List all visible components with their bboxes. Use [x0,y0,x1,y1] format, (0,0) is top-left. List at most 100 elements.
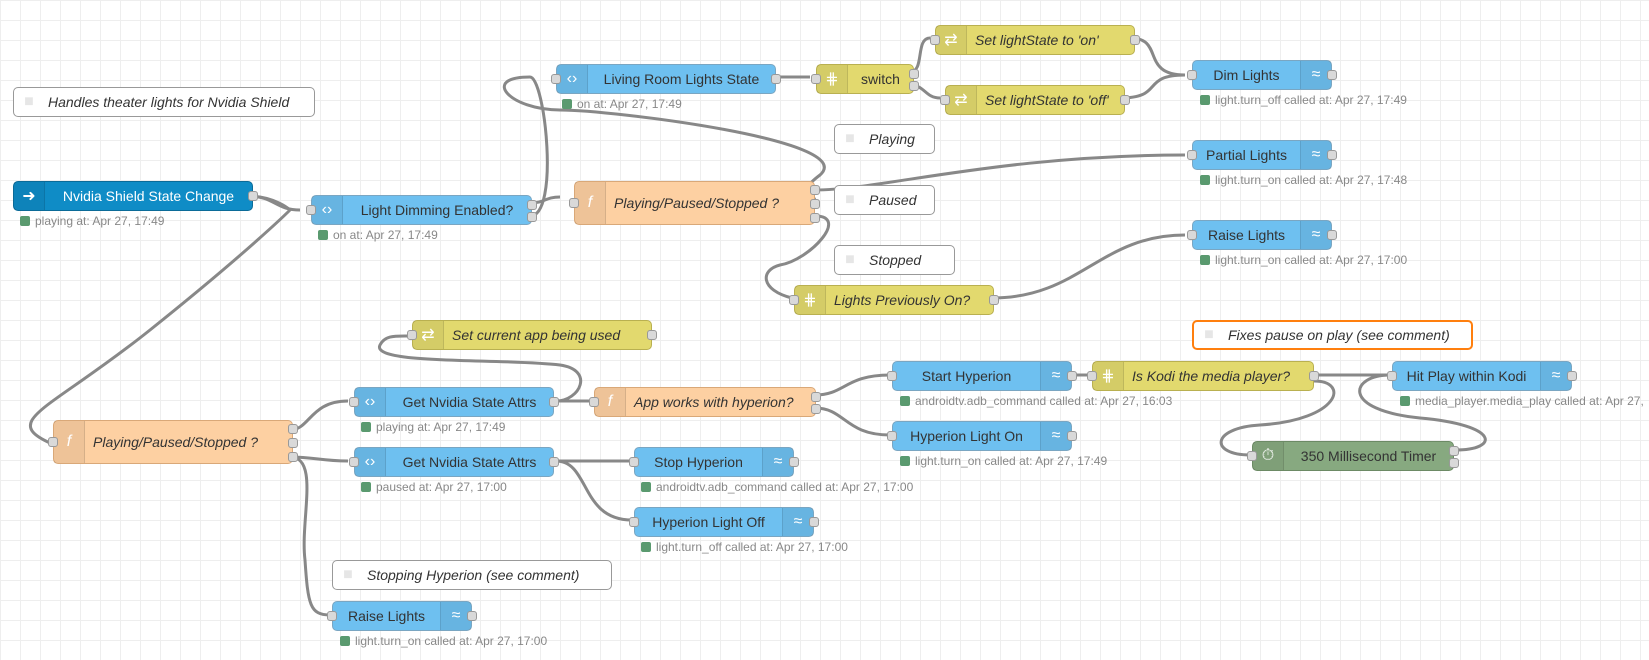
input-port[interactable] [1387,371,1397,381]
input-port[interactable] [1087,371,1097,381]
output-port[interactable] [771,74,781,84]
status-dot [1200,95,1210,105]
node-raise-lights-top[interactable]: Raise Lights ≈ [1187,220,1337,250]
output-port[interactable] [1449,458,1459,468]
node-set-lightstate-on[interactable]: ⇄ Set lightState to 'on' [930,25,1140,55]
input-port[interactable] [306,205,316,215]
output-port[interactable] [1327,150,1337,160]
input-port[interactable] [940,95,950,105]
comment-playing[interactable]: ■ Playing [834,124,935,154]
output-port[interactable] [467,611,477,621]
node-nvidia-shield-state-change[interactable]: ➜ Nvidia Shield State Change [13,181,258,211]
output-port[interactable] [989,295,999,305]
output-port[interactable] [1449,446,1459,456]
input-port[interactable] [811,74,821,84]
node-get-nvidia-state-attrs-1[interactable]: ‹› Get Nvidia State Attrs [349,387,559,417]
output-port[interactable] [288,424,298,434]
output-port[interactable] [1067,371,1077,381]
node-start-hyperion[interactable]: Start Hyperion ≈ [887,361,1077,391]
status-dot [1200,175,1210,185]
input-port[interactable] [1187,230,1197,240]
input-port[interactable] [407,330,417,340]
comment-icon: ■ [845,130,855,147]
output-port[interactable] [647,330,657,340]
input-port[interactable] [327,611,337,621]
input-port[interactable] [48,437,58,447]
output-port[interactable] [1309,371,1319,381]
node-partial-lights[interactable]: Partial Lights ≈ [1187,140,1337,170]
node-playing-paused-stopped-bottom[interactable]: f Playing/Paused/Stopped ? [48,420,298,464]
input-port[interactable] [1187,70,1197,80]
node-hit-play-within-kodi[interactable]: Hit Play within Kodi ≈ [1387,361,1577,391]
output-port[interactable] [248,191,258,201]
node-switch[interactable]: ⋕ switch [811,64,919,94]
node-get-nvidia-state-attrs-2[interactable]: ‹› Get Nvidia State Attrs [349,447,559,477]
node-app-works-with-hyperion[interactable]: f App works with hyperion? [589,387,821,417]
output-port[interactable] [810,199,820,209]
comment-stopped[interactable]: ■ Stopped [834,245,955,275]
node-raise-lights-bottom[interactable]: Raise Lights ≈ [327,601,477,631]
wire [555,459,633,522]
input-port[interactable] [349,457,359,467]
output-port[interactable] [1120,95,1130,105]
input-port[interactable] [629,517,639,527]
comment-icon: ■ [343,566,353,583]
output-port[interactable] [810,185,820,195]
status-hit-play-within-kodi: media_player.media_play called at: Apr 2… [1400,394,1644,408]
output-port[interactable] [288,438,298,448]
output-port[interactable] [549,397,559,407]
output-port[interactable] [809,517,819,527]
input-port[interactable] [789,295,799,305]
node-set-current-app[interactable]: ⇄ Set current app being used [407,320,657,350]
node-lights-previously-on[interactable]: ⋕ Lights Previously On? [789,285,999,315]
status-dot [1400,396,1410,406]
output-port[interactable] [909,81,919,91]
comment-stopping-hyperion[interactable]: ■ Stopping Hyperion (see comment) [332,560,612,590]
node-dim-lights[interactable]: Dim Lights ≈ [1187,60,1337,90]
output-port[interactable] [527,212,537,222]
node-hyperion-light-on[interactable]: Hyperion Light On ≈ [887,421,1077,451]
input-port[interactable] [1187,150,1197,160]
output-port[interactable] [1067,431,1077,441]
node-living-room-lights-state[interactable]: ‹› Living Room Lights State [551,64,781,94]
input-port[interactable] [569,198,579,208]
input-port[interactable] [1247,451,1257,461]
input-port[interactable] [551,74,561,84]
input-port[interactable] [589,397,599,407]
status-dot [340,636,350,646]
output-port[interactable] [549,457,559,467]
output-port[interactable] [811,392,821,402]
input-port[interactable] [629,457,639,467]
output-port[interactable] [1327,70,1337,80]
comment-handles-theater-lights[interactable]: ■ Handles theater lights for Nvidia Shie… [13,87,315,117]
output-port[interactable] [811,404,821,414]
status-dot [900,396,910,406]
input-port[interactable] [887,371,897,381]
status-dot [361,422,371,432]
output-port[interactable] [527,200,537,210]
wire [28,194,293,445]
node-is-kodi-media-player[interactable]: ⋕ Is Kodi the media player? [1087,361,1319,391]
input-port[interactable] [349,397,359,407]
node-light-dimming-enabled[interactable]: ‹› Light Dimming Enabled? [306,195,537,225]
change-icon: ⇄ [946,86,977,114]
node-hyperion-light-off[interactable]: Hyperion Light Off ≈ [629,507,819,537]
node-stop-hyperion[interactable]: Stop Hyperion ≈ [629,447,799,477]
output-port[interactable] [1130,35,1140,45]
comment-fixes-pause[interactable]: ■ Fixes pause on play (see comment) [1192,320,1473,350]
output-port[interactable] [1567,371,1577,381]
output-port[interactable] [1327,230,1337,240]
output-port[interactable] [789,457,799,467]
output-port[interactable] [810,213,820,223]
node-350-millisecond-timer[interactable]: ⏱ 350 Millisecond Timer [1247,441,1459,471]
input-port[interactable] [887,431,897,441]
wire [991,233,1186,300]
output-port[interactable] [909,69,919,79]
output-port[interactable] [288,452,298,462]
node-playing-paused-stopped-top[interactable]: f Playing/Paused/Stopped ? [569,181,820,225]
event-icon: ➜ [14,182,45,210]
input-port[interactable] [930,35,940,45]
node-set-lightstate-off[interactable]: ⇄ Set lightState to 'off' [940,85,1130,115]
comment-paused[interactable]: ■ Paused [834,185,935,215]
status-partial-lights: light.turn_on called at: Apr 27, 17:48 [1200,173,1407,187]
